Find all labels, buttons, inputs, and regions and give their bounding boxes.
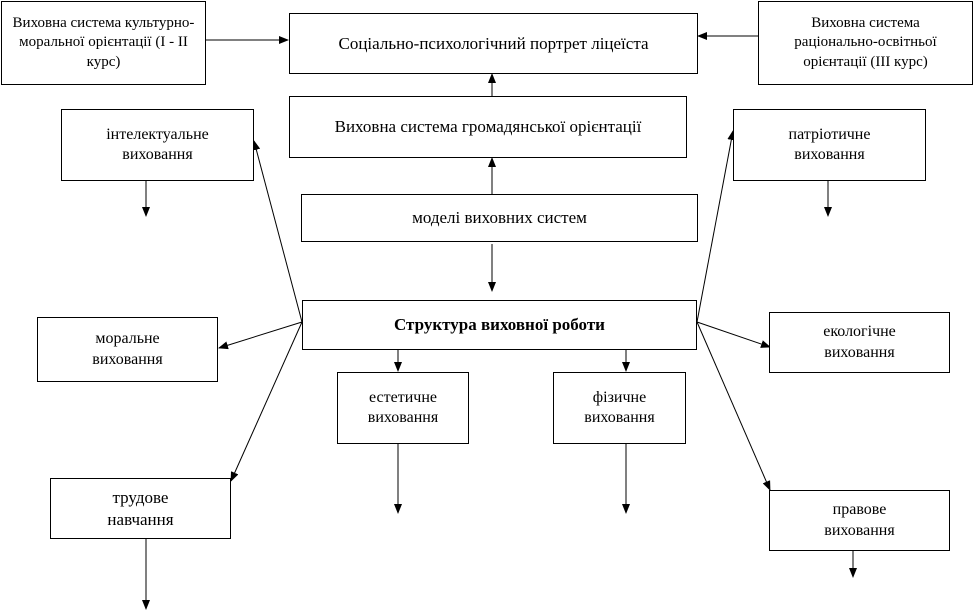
box-structure: Структура виховної роботи: [302, 300, 697, 350]
box-models: моделі виховних систем: [301, 194, 698, 242]
arrow-structure-to-ecological: [696, 321, 771, 348]
box-rational-educational: Виховна система раціонально-освітньої ор…: [758, 1, 973, 85]
box-civic: Виховна система громадянської орієнтації: [289, 96, 687, 158]
arrow-structure-to-intellectual: [252, 140, 303, 323]
box-patriotic: патріотичне виховання: [733, 109, 926, 181]
arrow-structure-to-moral: [218, 321, 303, 350]
box-moral: моральне виховання: [37, 317, 218, 382]
arrow-structure-to-labor: [230, 321, 303, 482]
box-cultural-moral: Виховна система культурно-моральної оріє…: [1, 1, 206, 85]
arrow-structure-to-legal: [696, 321, 771, 491]
box-labor: трудове навчання: [50, 478, 231, 539]
box-physical: фізичне виховання: [553, 372, 686, 444]
box-ecological: екологічне виховання: [769, 312, 950, 373]
arrow-structure-to-patriotic: [696, 130, 736, 323]
box-portrait: Соціально-психологічний портрет ліцеїста: [289, 13, 698, 74]
box-legal: правове виховання: [769, 490, 950, 551]
box-intellectual: інтелектуальне виховання: [61, 109, 254, 181]
box-aesthetic: естетичне виховання: [337, 372, 469, 444]
